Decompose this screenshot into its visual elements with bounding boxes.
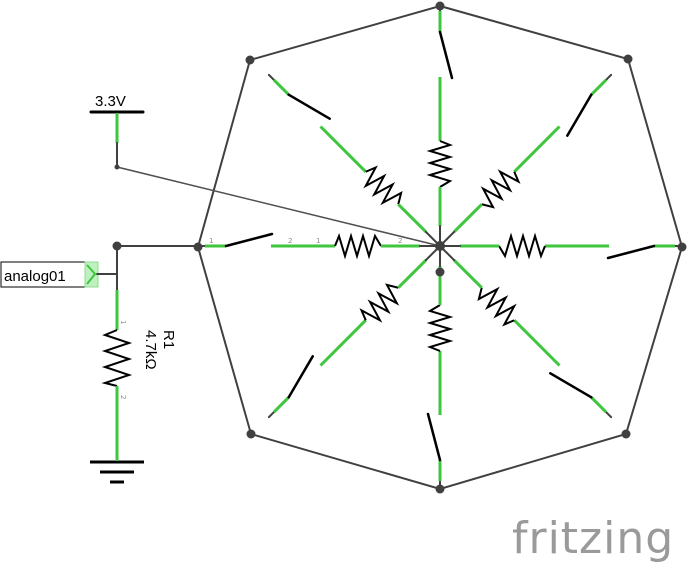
svg-text:1: 1: [316, 237, 320, 245]
spoke-right[interactable]: [439, 232, 683, 260]
power-supply-3v3[interactable]: 3.3V: [89, 93, 145, 168]
supply-to-center-wire: [116, 166, 441, 247]
spoke-lower-left[interactable]: [260, 238, 447, 425]
spoke-upper-right[interactable]: [433, 68, 620, 255]
ground-symbol: [90, 424, 144, 484]
r1-value: 4.7kΩ: [142, 330, 159, 370]
svg-text:1: 1: [209, 237, 213, 245]
junction-nodes: [112, 1, 687, 494]
spoke-bottom[interactable]: [426, 245, 454, 489]
net-label-text: analog01: [4, 268, 66, 285]
net-label-analog01[interactable]: analog01: [0, 261, 118, 288]
spoke-upper-left[interactable]: [262, 66, 449, 253]
resistor-r1[interactable]: 1 2 R1 4.7kΩ: [101, 245, 177, 424]
svg-text:2: 2: [119, 395, 127, 399]
svg-text:2: 2: [288, 237, 292, 245]
fritzing-logo: fritzing: [512, 513, 674, 564]
power-label: 3.3V: [95, 93, 126, 110]
svg-text:1: 1: [119, 320, 127, 324]
spoke-lower-right[interactable]: [432, 239, 619, 426]
spoke-top[interactable]: [426, 3, 454, 247]
svg-text:2: 2: [398, 237, 402, 245]
r1-name: R1: [160, 330, 177, 349]
spoke-left[interactable]: 1 2 1 2: [197, 232, 441, 260]
